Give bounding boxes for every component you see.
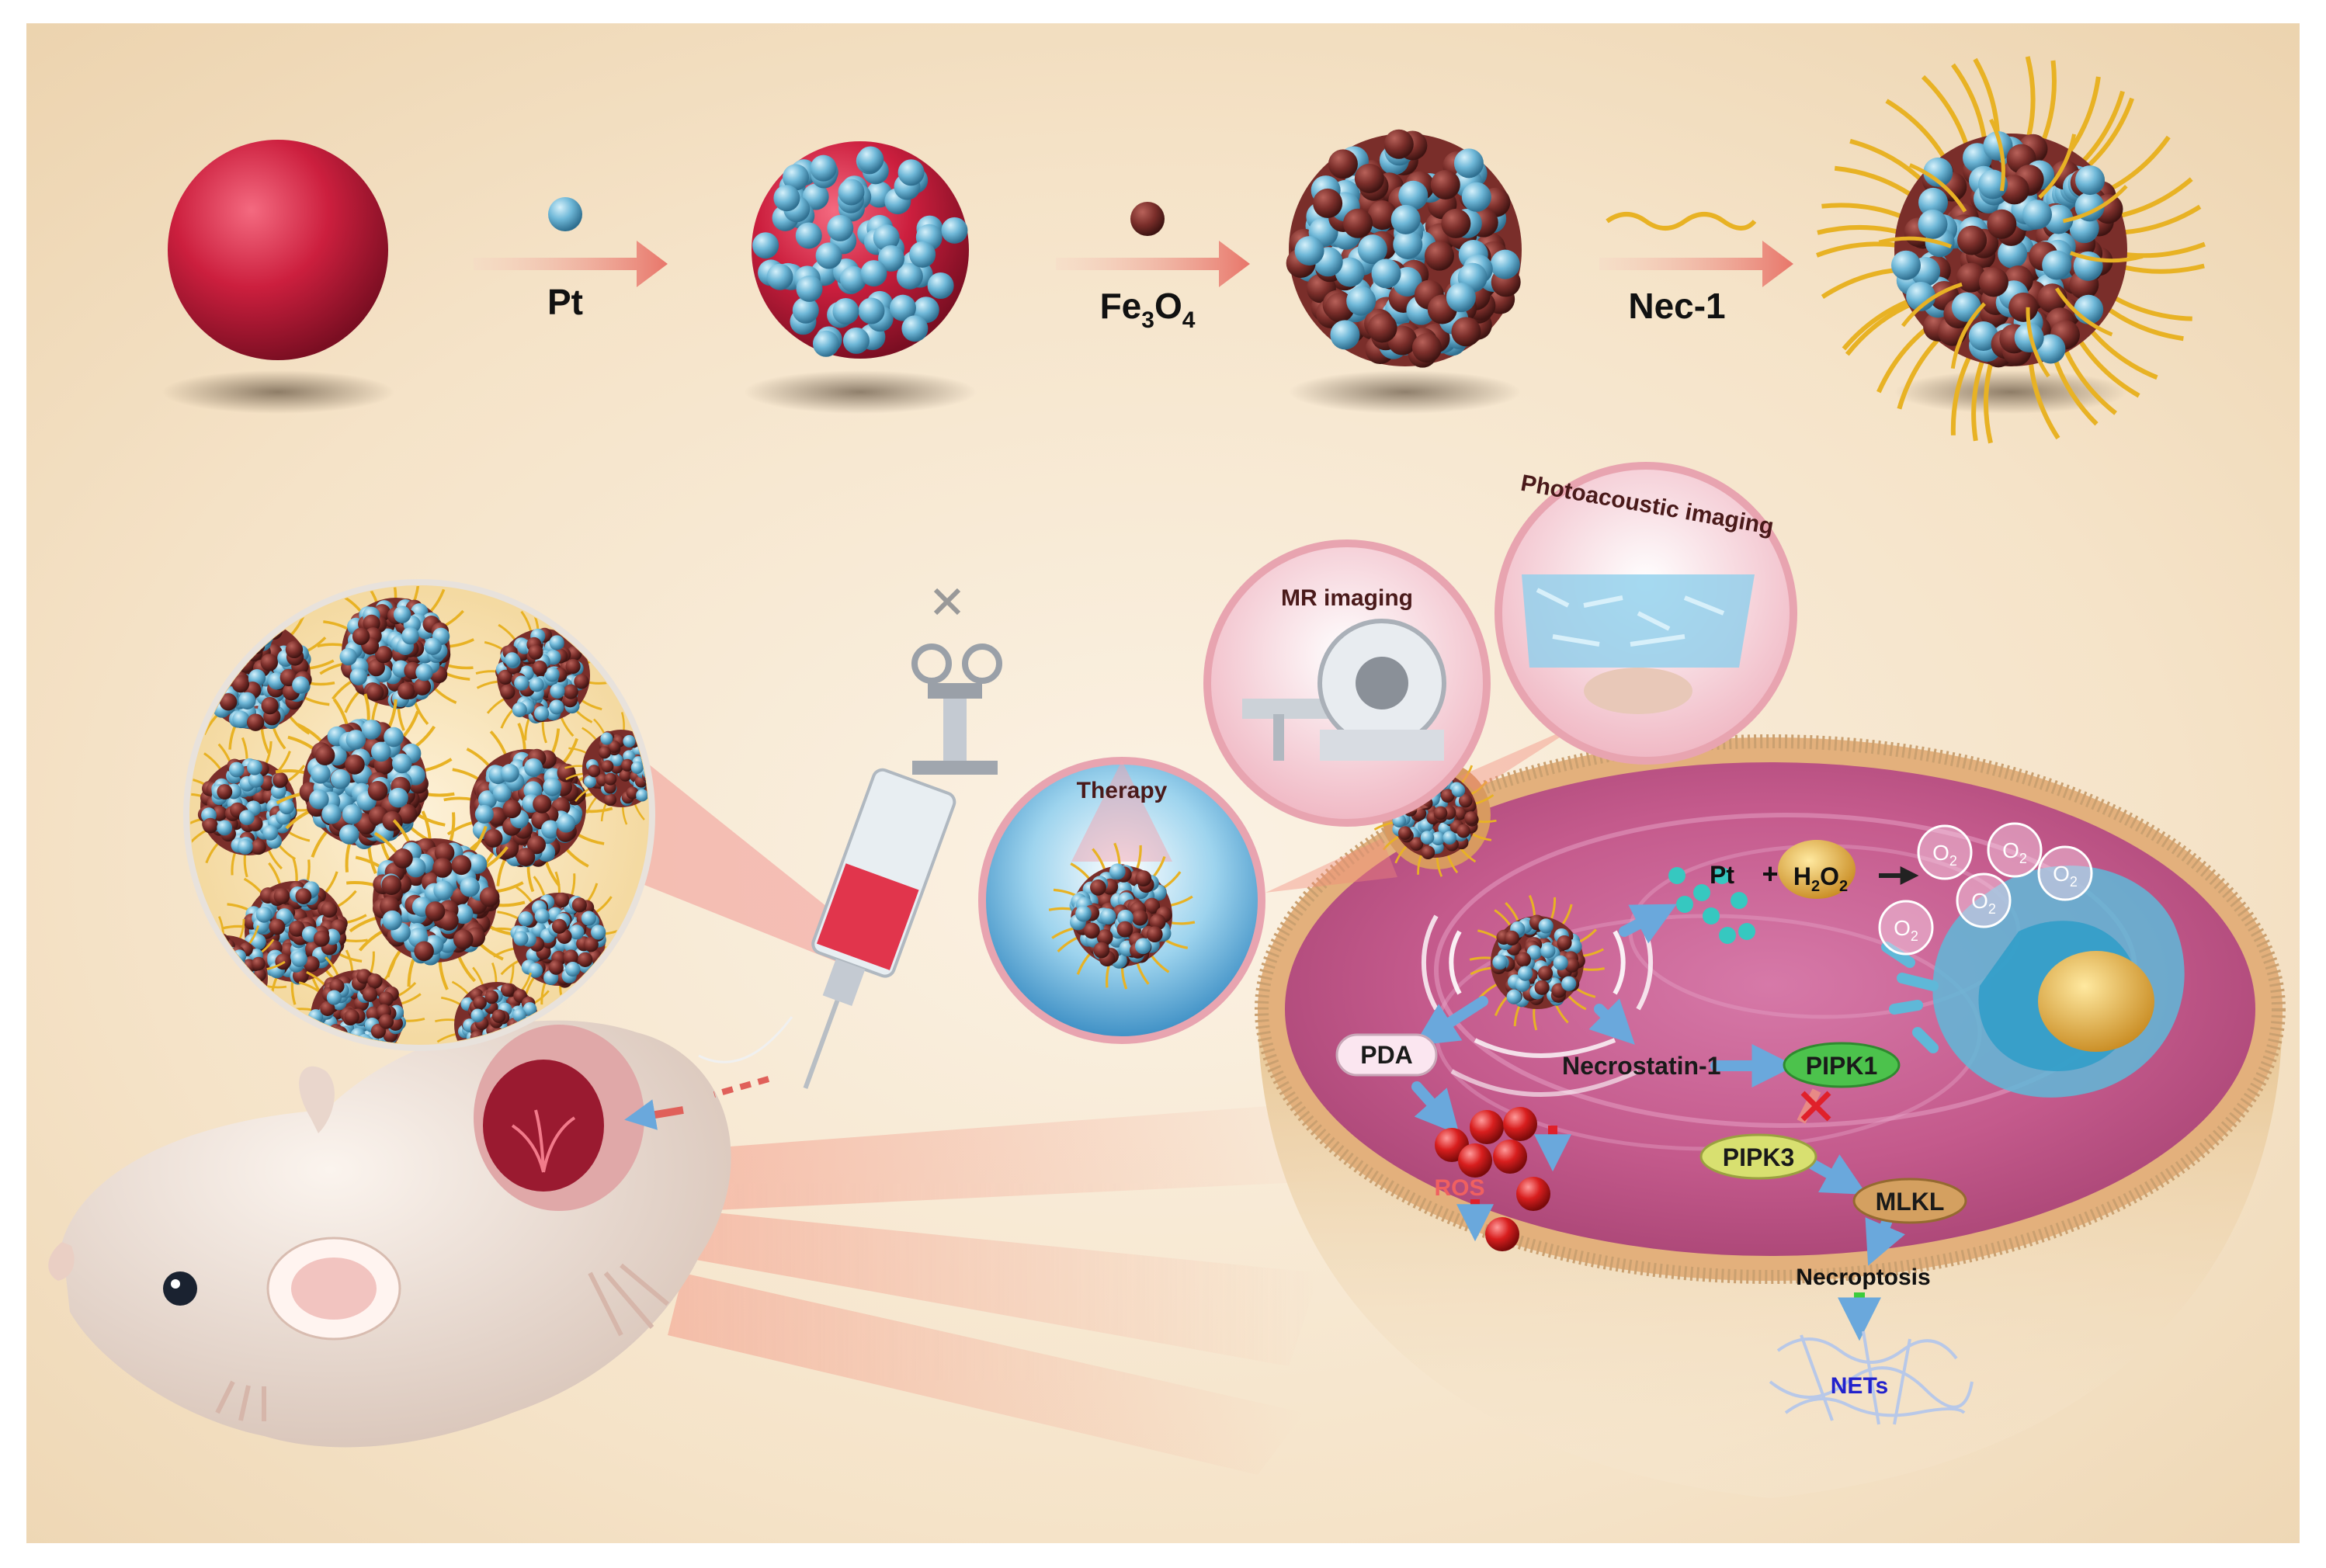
final-nanoparticle [1816, 56, 2206, 444]
pt-fe3o4-sphere [1286, 129, 1522, 368]
arrow-nec1: Nec-1 [1599, 212, 1793, 326]
pt-catalyst-cluster [1668, 867, 1755, 944]
label-nec1: Nec-1 [1628, 286, 1725, 326]
label-o2: O2 [1932, 841, 1957, 869]
mr-imaging-circle [1203, 539, 1491, 827]
o2-bubble-icon [1917, 824, 1973, 880]
inner-nanoparticle [1421, 894, 1654, 1097]
label-necroptosis: Necroptosis [1796, 1264, 1930, 1290]
label-fe3o4: Fe3O4 [1100, 286, 1196, 333]
label-necrostatin: Necrostatin-1 [1562, 1052, 1721, 1080]
label-cell-pt: Pt [1710, 861, 1734, 889]
label-o2: O2 [2002, 838, 2027, 866]
label-o2: O2 [1894, 916, 1918, 944]
o2-bubble-icon [2037, 845, 2093, 901]
pathway-arrows [1411, 904, 1905, 1266]
arrow-pt: Pt [474, 197, 668, 322]
zoom-beam [644, 761, 838, 963]
mouse-illustration [48, 1020, 731, 1448]
svg-text:MLKL: MLKL [1876, 1188, 1945, 1216]
mlkl-pill: MLKL [1852, 1178, 1967, 1224]
red-core-sphere [168, 140, 388, 360]
nets-web [1769, 1330, 1974, 1425]
fe3o4-bead-icon [1130, 202, 1165, 236]
water-tank-icon [1522, 574, 1755, 668]
label-o2: O2 [2053, 862, 2078, 890]
inhibition-cross-icon [1800, 1091, 1831, 1122]
label-nets: NETs [1831, 1373, 1888, 1399]
label-therapy: Therapy [1077, 778, 1168, 803]
h2o2-blob-icon [1778, 840, 1856, 899]
nec1-ligand-icon [1606, 212, 1757, 231]
o2-bubble-icon [1878, 900, 1934, 956]
shadow-3 [1289, 370, 1522, 414]
svg-text:PDA: PDA [1360, 1041, 1413, 1069]
label-pt: Pt [547, 282, 583, 322]
svg-text:PIPK3: PIPK3 [1723, 1143, 1794, 1171]
label-plus: + [1762, 858, 1778, 890]
syringe-illustration [698, 588, 1002, 1098]
pt-coated-sphere [752, 141, 969, 359]
svg-text:PIPK1: PIPK1 [1806, 1052, 1877, 1080]
beams-to-cell [668, 1102, 1351, 1475]
o2-bubble-icon [1956, 872, 2012, 928]
label-ros: ROS [1434, 1175, 1484, 1201]
shadow-2 [744, 370, 977, 414]
arrow-fe3o4: Fe3O4 [1056, 202, 1250, 333]
pda-pill: PDA [1335, 1033, 1438, 1077]
tumor-icon [483, 1060, 604, 1192]
label-o2: O2 [1971, 889, 1996, 917]
pa-beam [1460, 722, 1584, 792]
label-mr-imaging: MR imaging [1281, 585, 1413, 611]
therapy-circle [978, 757, 1265, 1044]
o2-bubble-icon [1987, 822, 2043, 878]
pipk1-pill: PIPK1 [1783, 1042, 1901, 1088]
shadow-1 [161, 370, 394, 414]
ros-spheres [1435, 1107, 1571, 1251]
pa-mouse-icon [1584, 668, 1692, 714]
therapy-beam [1265, 838, 1397, 893]
photoacoustic-circle [1495, 462, 1797, 765]
pipk3-pill: PIPK3 [1699, 1133, 1817, 1180]
shadow-4 [1894, 370, 2127, 414]
synthesis-row: Pt Fe3O4 Nec-1 [161, 56, 2206, 444]
label-h2o2: H2O2 [1793, 862, 1848, 895]
mouse-eye [163, 1271, 197, 1306]
pt-bead-icon [548, 197, 582, 231]
